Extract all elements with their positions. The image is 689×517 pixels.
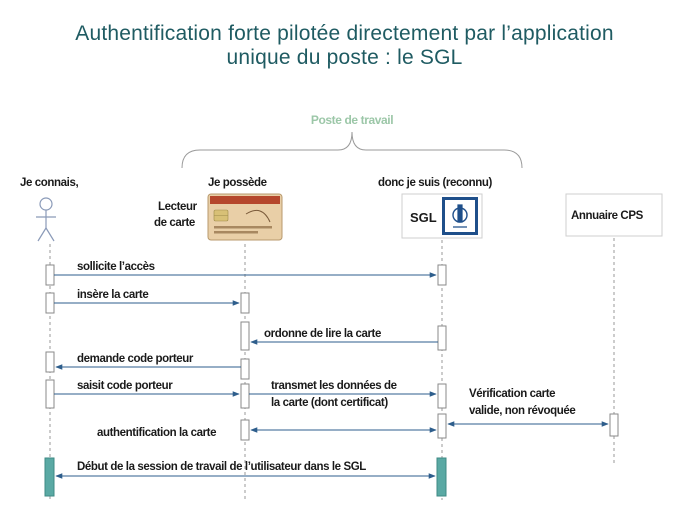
msg-debut-session: Début de la session de travail de l’util…	[77, 461, 366, 473]
slide-title: Authentification forte pilotée directeme…	[0, 22, 689, 70]
message-arrows	[54, 272, 609, 479]
group-label-poste: Poste de travail	[311, 113, 393, 127]
column-header-reader: Je possède	[208, 177, 267, 189]
msg-insere-carte: insère la carte	[77, 289, 148, 301]
annuaire-participant-box	[565, 193, 663, 237]
msg-transmet-donnees-1: transmet les données de	[271, 380, 397, 392]
msg-saisit-code: saisit code porteur	[77, 380, 173, 392]
annuaire-label: Annuaire CPS	[571, 210, 644, 222]
msg-authentification-carte: authentification la carte	[97, 427, 216, 439]
reader-label-2: de carte	[154, 217, 195, 229]
msg-sollicite-acces: sollicite l’accès	[77, 261, 155, 273]
title-line-2: unique du poste : le SGL	[226, 46, 463, 69]
actor-user-icon	[36, 197, 56, 242]
sgl-label: SGL	[410, 210, 437, 225]
column-header-user: Je connais,	[20, 177, 78, 189]
sgl-logo-icon	[442, 197, 478, 235]
session-activation-sgl	[436, 457, 447, 497]
msg-verification-1: Vérification carte	[469, 388, 555, 400]
reader-label-1: Lecteur	[158, 201, 198, 213]
card-reader-image	[207, 193, 283, 241]
msg-verification-2: valide, non révoquée	[469, 405, 575, 417]
title-line-1: Authentification forte pilotée directeme…	[75, 22, 614, 45]
msg-demande-code: demande code porteur	[77, 353, 194, 365]
column-header-sgl: donc je suis (reconnu)	[378, 177, 492, 189]
msg-ordonne-lire: ordonne de lire la carte	[264, 328, 381, 340]
session-activation-user	[44, 457, 55, 497]
group-brace	[181, 131, 523, 169]
activation-boxes	[45, 264, 619, 441]
msg-transmet-donnees-2: la carte (dont certificat)	[271, 397, 388, 409]
